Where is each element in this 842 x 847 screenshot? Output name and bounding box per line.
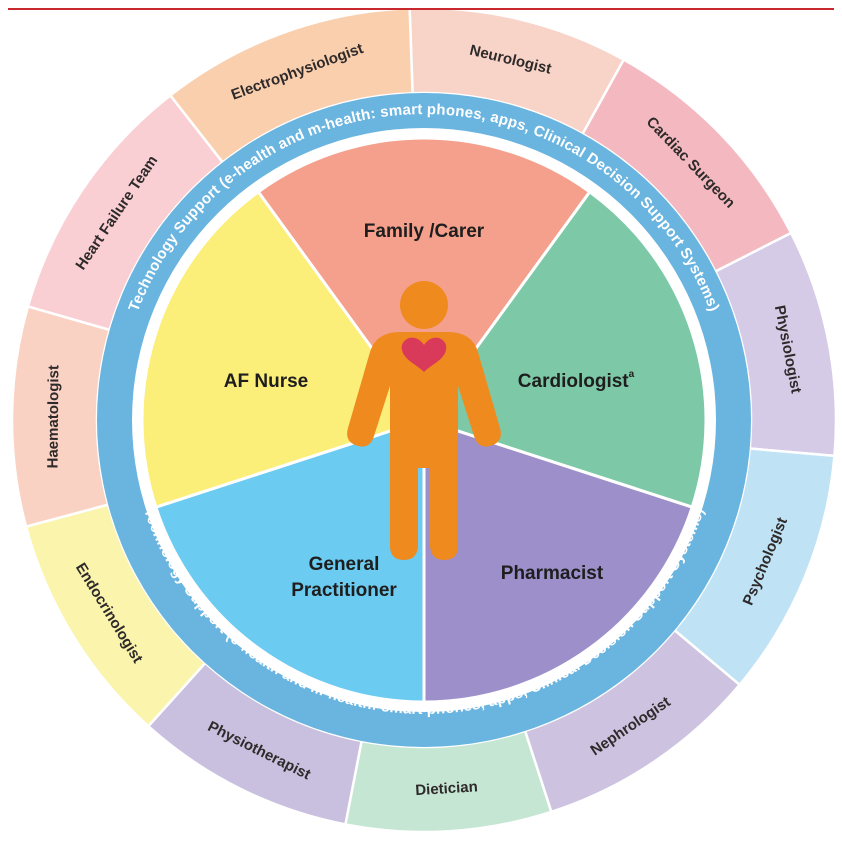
person-body [347,332,501,560]
inner-segment-general-practitioner [153,417,426,704]
person-with-heart-icon [347,281,501,560]
inner-label-pharmacist: Pharmacist [501,563,604,584]
inner-segment-family-carer [256,136,592,423]
inner-label-af-nurse: AF Nurse [224,371,308,392]
inner-segment-pharmacist [422,417,695,704]
outer-label-dietician: Dietician [415,778,478,799]
heart-icon [401,337,447,372]
inner-label-cardiologist: Cardiologista [518,369,635,392]
top-accent-line [8,8,834,10]
person-head [400,281,448,329]
inner-label-family-carer: Family /Carer [364,221,485,242]
outer-label-haematologist: Haematologist [45,365,63,469]
